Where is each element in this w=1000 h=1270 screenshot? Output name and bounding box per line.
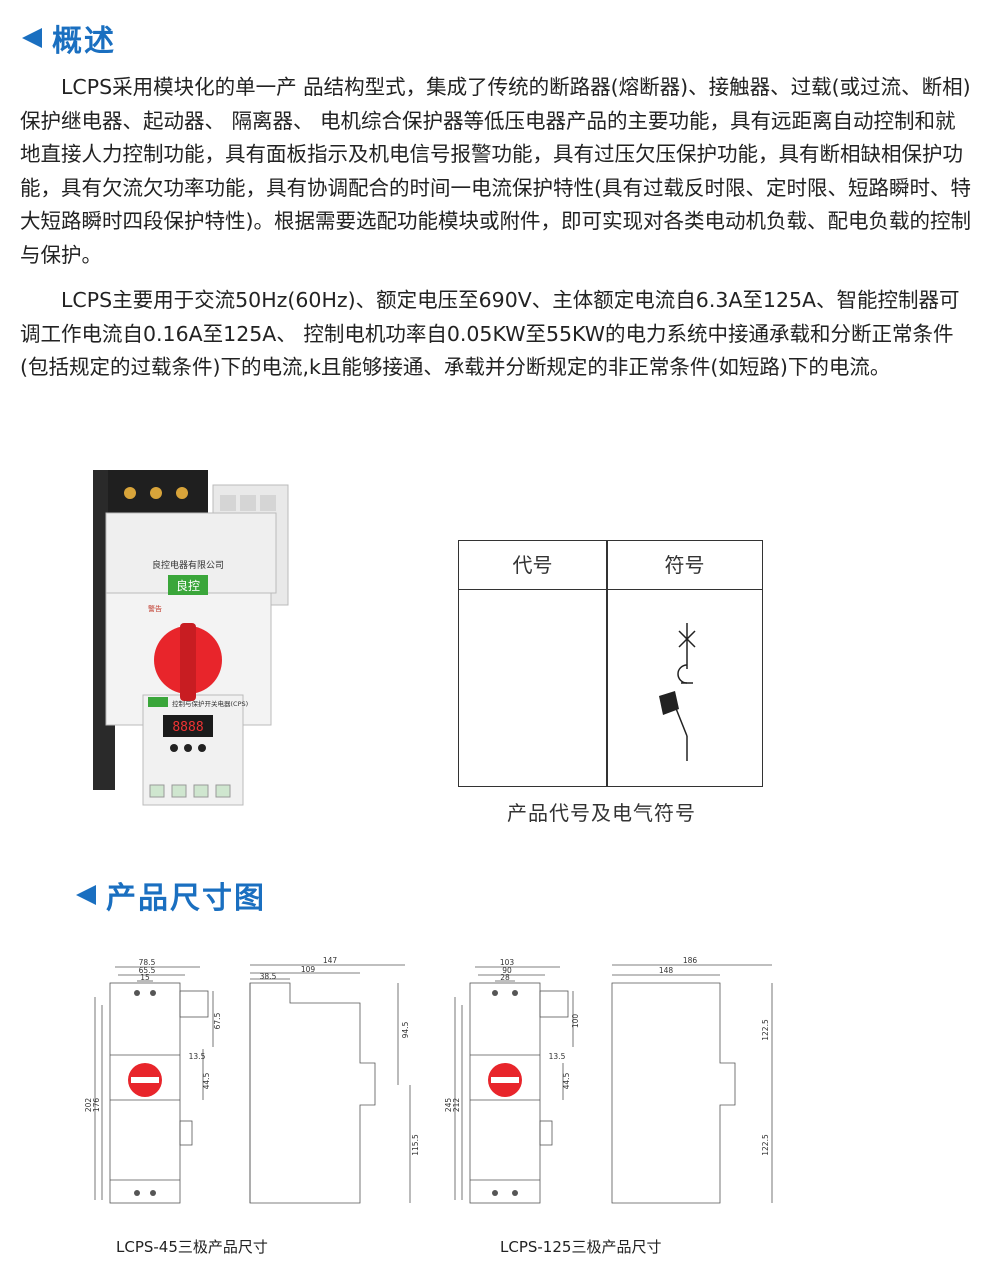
symbol-table-caption: 产品代号及电气符号 xyxy=(507,801,696,825)
product-company-name: 良控电器有限公司 xyxy=(152,559,224,571)
lcps125-side-drawing: 186 148 122.5 122.5 xyxy=(611,956,773,1204)
lcps125-dim-w3: 28 xyxy=(500,973,510,982)
lcps45-dim-h-total: 202 xyxy=(85,1098,93,1113)
symbol-table-header-symbol: 符号 xyxy=(664,553,705,577)
lcps45-dim-h-mid: 44.5 xyxy=(202,1072,211,1089)
lcps45-dim-d3: 38.5 xyxy=(260,972,277,981)
dimensions-header: 产品尺寸图 xyxy=(76,873,266,917)
lcps125-dim-h-gap: 13.5 xyxy=(549,1052,566,1061)
triangle-left-icon xyxy=(76,885,96,905)
product-brand-logo: 良控 xyxy=(176,578,200,593)
lcps45-dim-w2: 65.5 xyxy=(139,966,156,975)
lcps125-dim-h-upper: 122.5 xyxy=(761,1019,770,1041)
lcps45-dim-w3: 15 xyxy=(140,973,150,982)
symbol-table-header-code: 代号 xyxy=(512,553,553,577)
electrical-symbol-icon xyxy=(659,623,696,761)
lcps45-dim-d2: 109 xyxy=(301,965,316,974)
overview-title: 概述 xyxy=(52,24,116,59)
lcps125-dim-w1: 103 xyxy=(500,958,515,967)
lcps125-dim-h-mid: 44.5 xyxy=(562,1072,571,1089)
lcps45-dim-depth: 147 xyxy=(323,956,338,965)
lcps125-front-drawing: 103 90 28 245 212 100 13.5 44.5 xyxy=(445,958,580,1204)
lcps125-dim-h-body: 212 xyxy=(452,1098,461,1113)
lcps125-dim-h-total: 245 xyxy=(445,1098,453,1113)
lcps45-dim-h-top: 67.5 xyxy=(213,1012,222,1029)
lcps45-dim-h-upper: 94.5 xyxy=(401,1021,410,1038)
symbol-table: 代号 符号 xyxy=(458,540,763,787)
overview-header: 概述 xyxy=(22,16,116,60)
overview-paragraph-1: LCPS采用模块化的单一产 品结构型式，集成了传统的断路器(熔断器)、接触器、过… xyxy=(20,75,971,267)
lcps45-dim-w1: 78.5 xyxy=(139,958,156,967)
lcps125-dim-w2: 90 xyxy=(502,966,512,975)
lcps45-dim-h-gap: 13.5 xyxy=(189,1052,206,1061)
lcps45-front-drawing: 78.5 65.5 15 202 176 67.5 13.5 44.5 xyxy=(85,958,222,1204)
lcps45-dim-h-body: 176 xyxy=(92,1098,101,1113)
lcps125-caption: LCPS-125三极产品尺寸 xyxy=(500,1238,662,1256)
product-display: 8888 xyxy=(172,720,203,735)
lcps125-dim-h-lower: 122.5 xyxy=(761,1134,770,1156)
lcps45-side-drawing: 147 109 38.5 94.5 115.5 xyxy=(249,956,420,1204)
lcps45-caption: LCPS-45三极产品尺寸 xyxy=(116,1238,268,1256)
lcps125-dim-depth: 186 xyxy=(683,956,698,965)
lcps125-dim-h-top: 100 xyxy=(571,1014,580,1029)
lcps125-dim-d2: 148 xyxy=(659,966,674,975)
product-module-label: 控制与保护开关电器(CPS) xyxy=(172,699,248,708)
overview-paragraph-2: LCPS主要用于交流50Hz(60Hz)、额定电压至690V、主体额定电流自6.… xyxy=(20,288,960,379)
dimensions-title: 产品尺寸图 xyxy=(106,881,266,916)
lcps45-dim-h-lower: 115.5 xyxy=(411,1134,420,1156)
triangle-left-icon xyxy=(22,28,42,48)
product-warning: 警告 xyxy=(148,604,162,613)
product-photo: 良控 良控电器有限公司 警告 控制与保护开关电器(CPS) 8888 xyxy=(93,470,289,806)
